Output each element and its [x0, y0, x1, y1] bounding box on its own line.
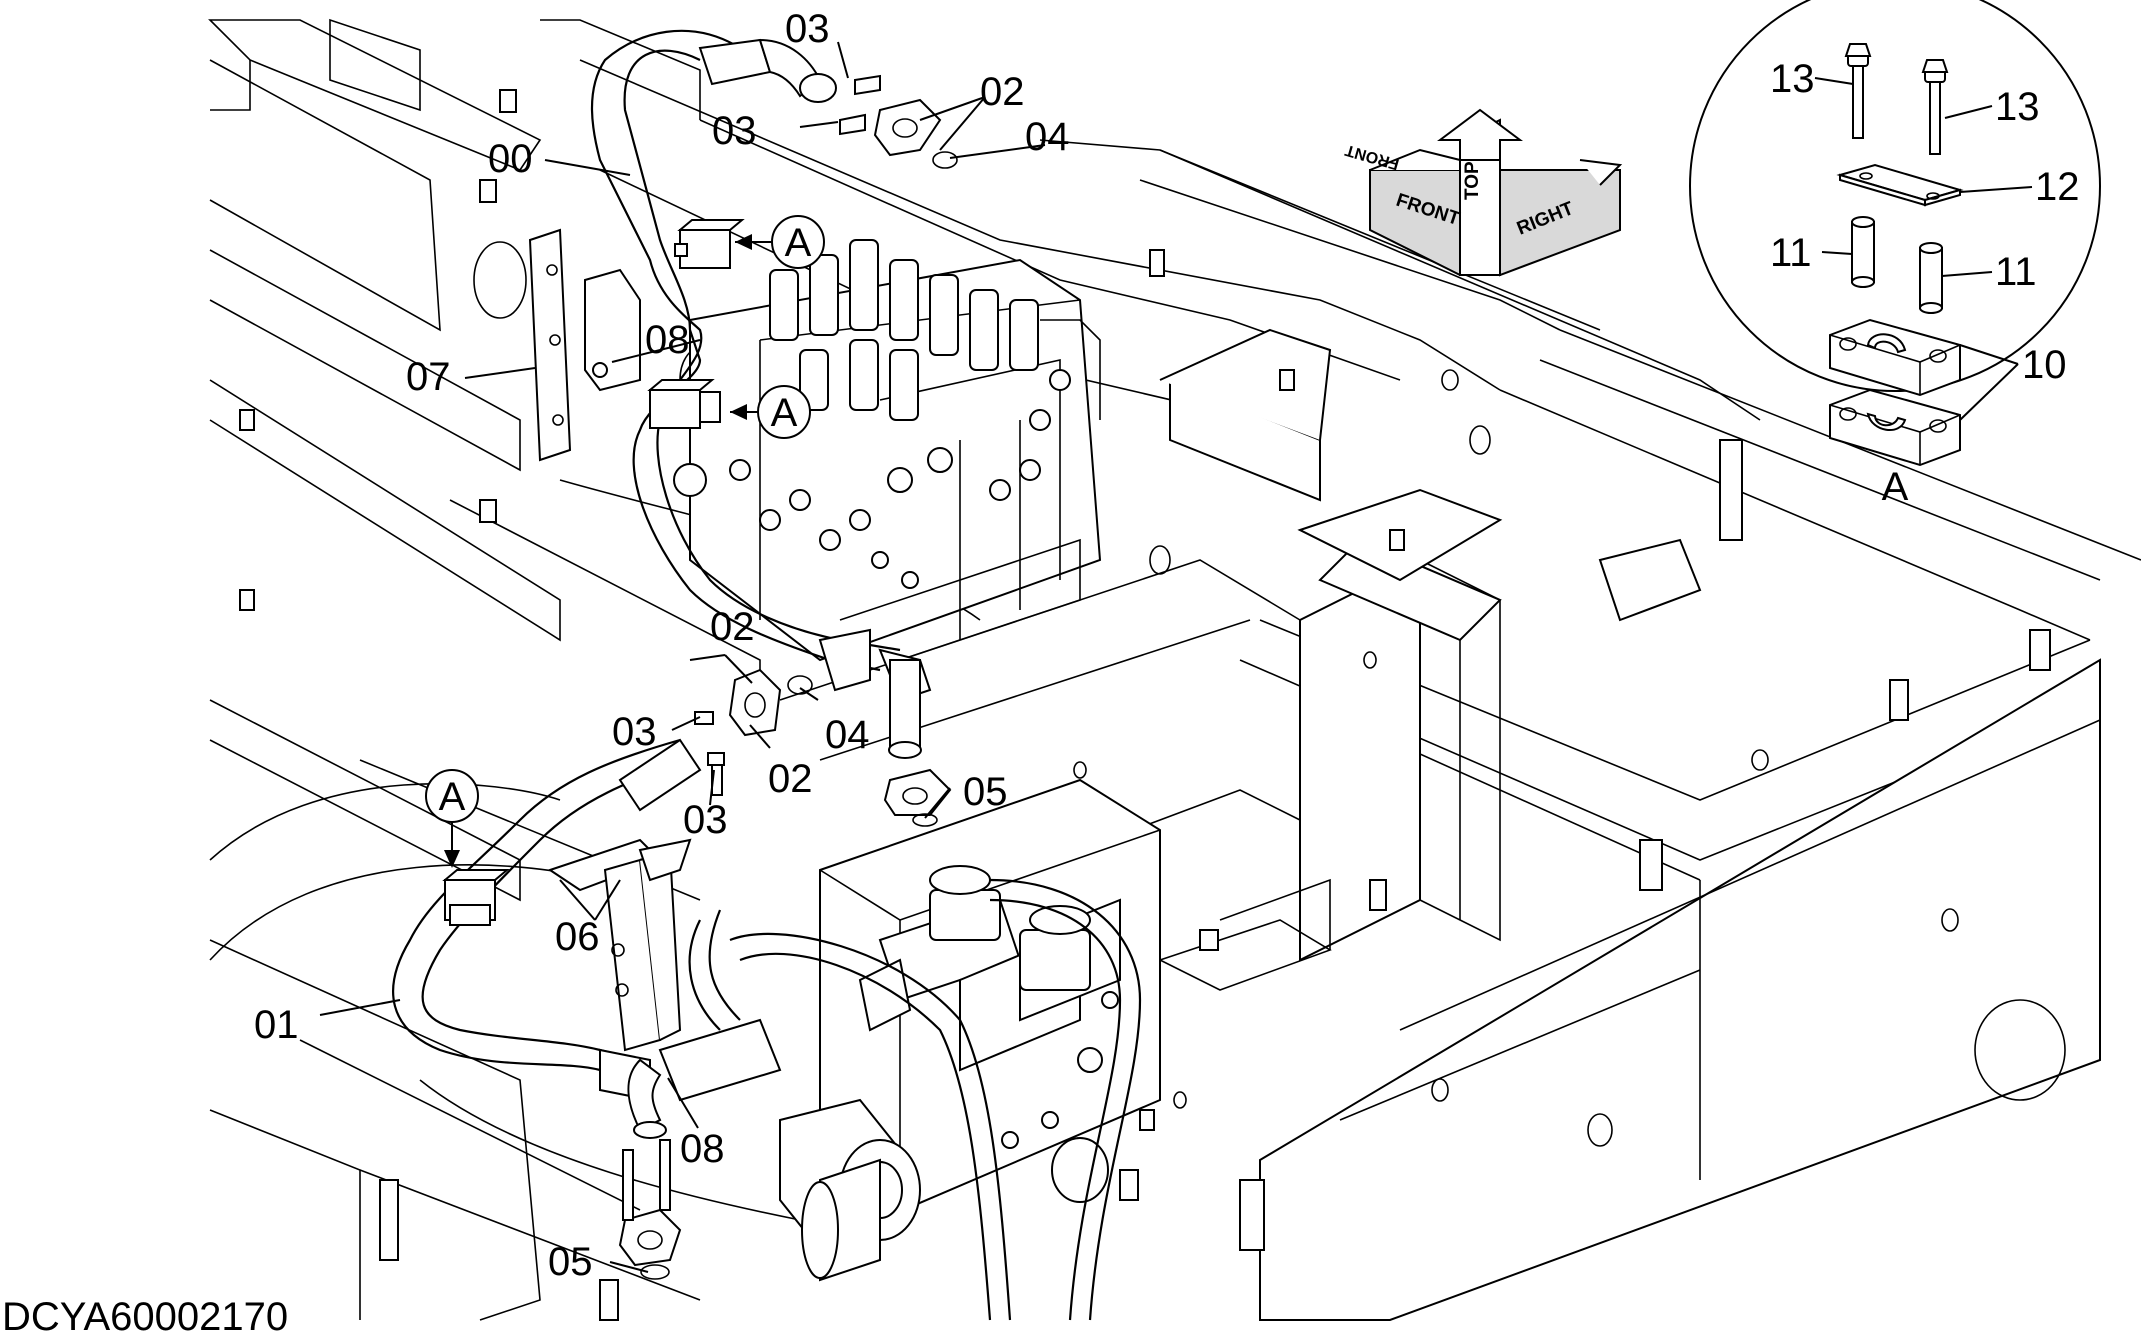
hose-00: [590, 29, 932, 759]
clamp-lower: [442, 869, 510, 926]
front-label-flipped: FRONT: [1343, 141, 1401, 173]
flange-top: [839, 74, 958, 169]
chassis-frame: [208, 18, 2141, 1321]
callout-03: 03: [683, 798, 728, 842]
callout-02: 02: [768, 757, 813, 801]
callout-01: 01: [254, 1003, 299, 1047]
callout-03: 03: [785, 7, 830, 51]
callout-03: 03: [712, 109, 757, 153]
detail-callout-11: 11: [1770, 231, 1812, 275]
drawing-id: DCYA60002170: [2, 1295, 288, 1339]
flange-05-mid: [883, 768, 952, 827]
callout-02: 02: [710, 605, 755, 649]
callout-05: 05: [963, 770, 1008, 814]
direction-indicator: FRONT RIGHT TOP FRONT: [1343, 108, 1623, 277]
detail-callout-11: 11: [1995, 250, 2037, 294]
callout-06: 06: [555, 915, 600, 959]
view-marker-label: A: [439, 775, 466, 819]
callout-03: 03: [612, 710, 657, 754]
callout-05: 05: [548, 1240, 593, 1284]
detail-callout-10: 10: [2022, 343, 2067, 387]
top-label: TOP: [1462, 161, 1483, 200]
detail-callout-13: 13: [1770, 57, 1815, 101]
callout-02: 02: [980, 70, 1025, 114]
view-marker-lower: A: [425, 769, 479, 868]
view-marker-upper: A: [735, 215, 825, 269]
pump-assembly: [658, 778, 1161, 1282]
detail-callout-13: 13: [1995, 85, 2040, 129]
callout-04: 04: [1025, 115, 1070, 159]
flange-bottom: [618, 1139, 682, 1280]
view-marker-middle: A: [730, 385, 811, 439]
callout-00: 00: [488, 137, 533, 181]
leader-lines: [319, 41, 1046, 1273]
detail-view-label: A: [1882, 465, 1909, 509]
view-marker-label: A: [771, 391, 798, 435]
hose-01: [392, 738, 1142, 1321]
clamp-upper: [674, 219, 745, 269]
callout-08: 08: [680, 1127, 725, 1171]
callout-labels: 03 02 03 04 00 08 07 02 03 04 02 03 05 0…: [254, 7, 1070, 1284]
view-marker-label: A: [785, 221, 812, 265]
bracket-07: [528, 228, 641, 462]
detail-callout-12: 12: [2035, 165, 2080, 209]
bracket-06: [547, 838, 692, 1052]
callout-04: 04: [825, 713, 870, 757]
clamp-middle: [647, 379, 721, 429]
callout-07: 07: [406, 355, 451, 399]
main-control-valve: [673, 239, 1102, 662]
detail-labels: 13 13 12 11 11 10 A: [1770, 57, 2080, 509]
callout-08: 08: [645, 318, 690, 362]
flange-middle: [694, 668, 813, 796]
detail-view-a: [1689, 0, 2101, 467]
